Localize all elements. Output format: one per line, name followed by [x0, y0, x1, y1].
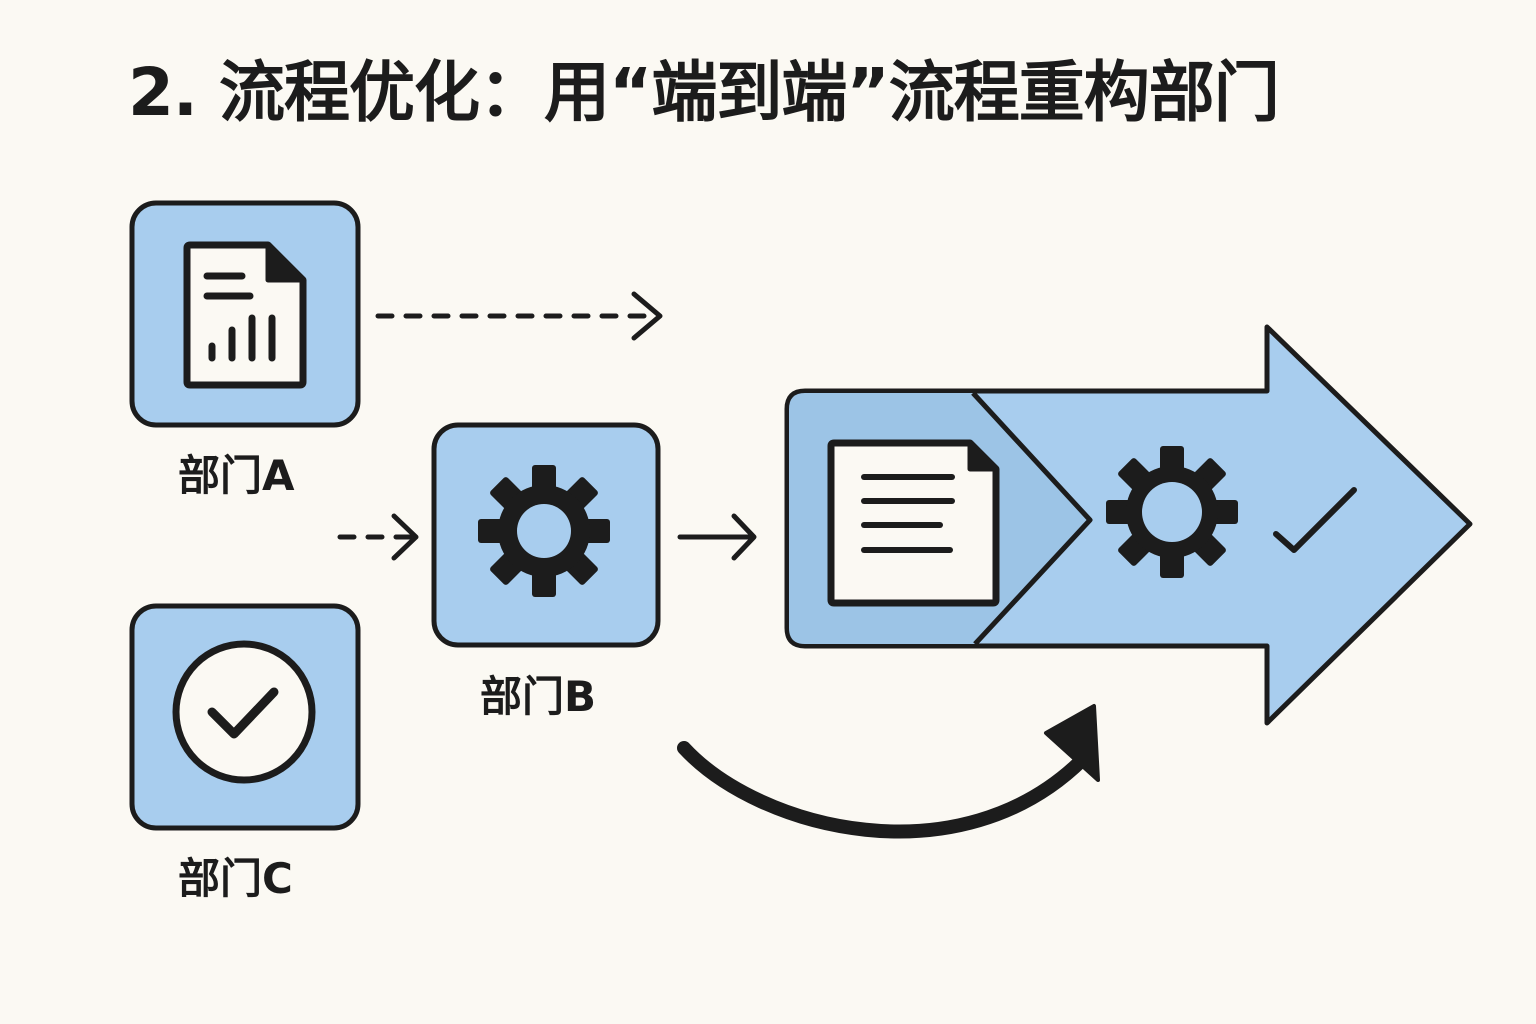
department-c-box[interactable]	[129, 603, 361, 831]
gear-icon	[478, 465, 610, 597]
curved-transform-arrow	[677, 704, 1100, 839]
department-a-box[interactable]	[129, 200, 361, 428]
page-title: 2. 流程优化：用“端到端”流程重构部门	[128, 54, 1280, 131]
department-b-label: 部门B	[480, 672, 596, 721]
department-a-label: 部门A	[178, 451, 295, 500]
department-c-label: 部门C	[178, 854, 293, 903]
check-circle-icon	[172, 640, 316, 784]
end-to-end-flow-arrow	[784, 324, 1473, 726]
checkmark-icon	[1273, 487, 1357, 553]
dashed-arrow-into-b	[337, 513, 419, 561]
dashed-arrow-a	[375, 291, 663, 341]
document-chart-icon	[183, 241, 307, 389]
solid-arrow-b-to-flow	[677, 513, 757, 561]
flow-gear-icon	[1106, 446, 1238, 578]
document-icon	[827, 439, 1000, 607]
department-b-box[interactable]	[431, 422, 661, 648]
